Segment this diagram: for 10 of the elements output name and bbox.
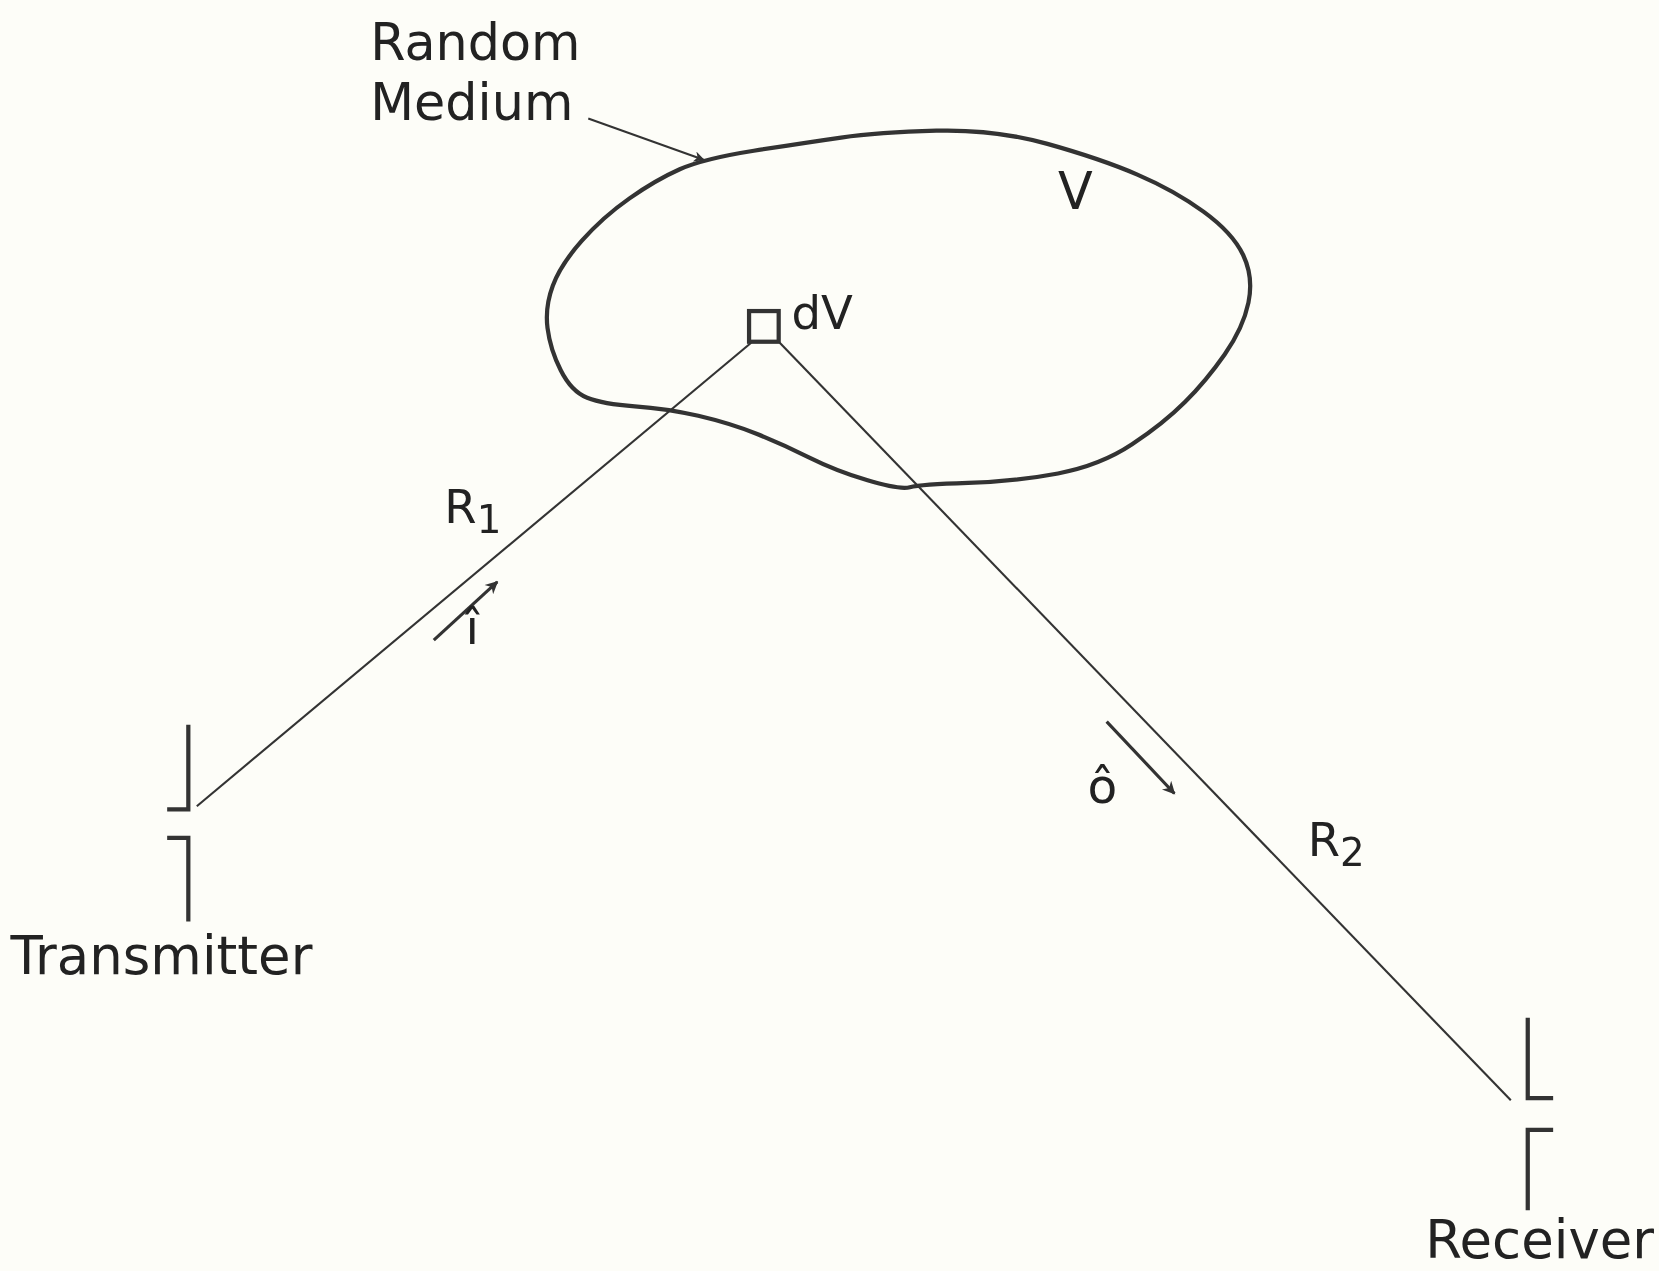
unit-vector-label: ô xyxy=(1087,759,1118,814)
station-label: Transmitter xyxy=(10,927,313,987)
station-label: Receiver xyxy=(1425,1211,1654,1270)
unit-vector-label: î xyxy=(465,600,480,655)
ray-line xyxy=(779,342,1512,1102)
medium-label: Random Medium xyxy=(370,12,582,132)
volume-label: V xyxy=(1058,164,1093,220)
volume-element-label: dV xyxy=(791,287,853,339)
ray-line xyxy=(196,341,752,807)
leader-line xyxy=(587,117,705,162)
